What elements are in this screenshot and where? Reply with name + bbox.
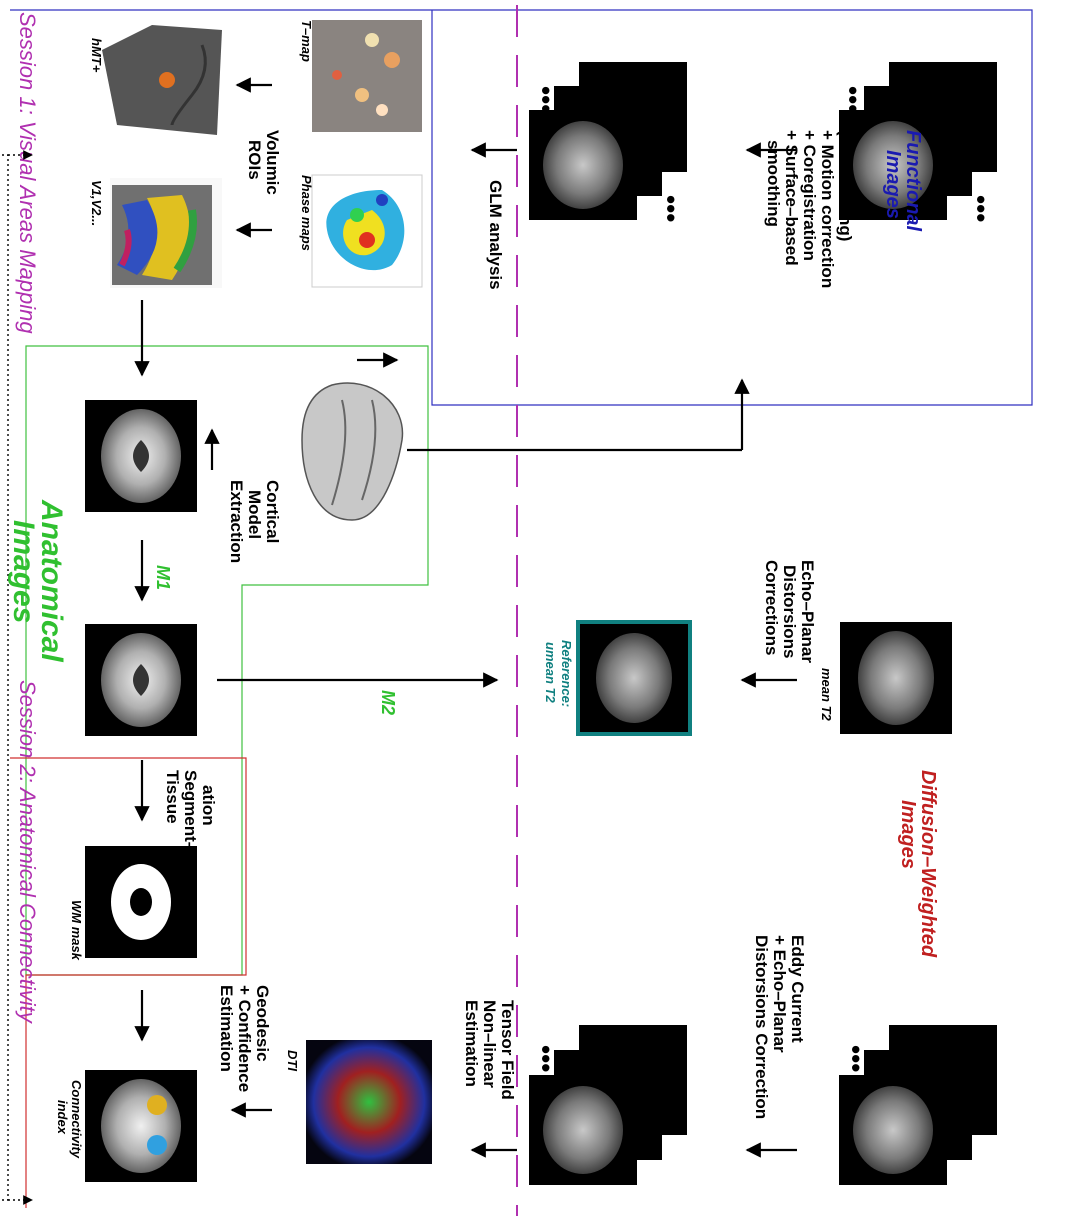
svg-text:•••: •••: [838, 86, 868, 113]
session1-title: Session 1: Visual Areas Mapping: [15, 12, 40, 334]
diffusion-title: Diffusion–Weighted: [917, 770, 939, 958]
svg-text:•••: •••: [531, 86, 561, 113]
wm-mask-label: WM mask: [69, 900, 84, 961]
t-map-image: [312, 20, 422, 132]
tensor-line-3: Estimation: [462, 1000, 481, 1087]
eddy-line-1: Eddy Current: [788, 935, 807, 1043]
epi-line-1: Echo–Planar: [798, 560, 817, 663]
anatomical-title-line2: Images: [7, 520, 40, 623]
connectivity-label-2: index: [55, 1100, 70, 1135]
reference-label: Reference:: [559, 640, 574, 707]
tissue-label-1: Tissue: [163, 770, 182, 824]
tissue-label-2: Segment–: [181, 770, 200, 851]
svg-text:•••: •••: [656, 195, 686, 222]
preprocessed-functional-stack: ••• •••: [529, 62, 687, 222]
preprocess-step-2: + Motion correction: [818, 130, 837, 288]
functional-images-stack: ••• •••: [838, 62, 997, 222]
m2-label: M2: [378, 690, 398, 715]
preprocess-step-4: + Surface–based: [782, 130, 801, 266]
anatomical-title: Anatomical: [35, 499, 68, 662]
connectivity-index-image: [85, 1070, 197, 1182]
geodesic-line-2: + Confidence: [235, 985, 254, 1092]
svg-text:•••: •••: [531, 1045, 561, 1072]
volumic-label: Volumic: [263, 130, 282, 195]
diffusion-region-box: [10, 757, 247, 1208]
phase-maps-image: [311, 174, 423, 288]
geodesic-line-3: Estimation: [217, 985, 236, 1072]
diffusion-title-line2: Images: [897, 800, 919, 869]
eddy-line-2: + Echo–Planar: [770, 935, 789, 1053]
tensor-line-2: Non–linear: [480, 1000, 499, 1088]
preprocess-step-1: (Slice–timing): [836, 130, 855, 241]
anatomical-t1-image: [85, 400, 197, 512]
cortical-label-2: Model: [245, 490, 264, 539]
preprocess-step-5: smoothing: [764, 140, 783, 227]
eddy-line-3: Distorsions Correction: [752, 935, 771, 1119]
preprocess-step-3: + Coregistration: [800, 130, 819, 261]
dti-label: DTI: [285, 1050, 300, 1071]
reference-t2-image: [576, 620, 692, 736]
session2-title: Session 2: Anatomical Connectivity: [15, 680, 40, 1025]
glm-label: GLM analysis: [486, 180, 505, 290]
epi-line-3: Corrections: [762, 560, 781, 655]
mean-t2-image: [840, 622, 952, 734]
hmt-surface-image: [102, 25, 222, 135]
v1v2-label: V1,V2...: [89, 180, 104, 226]
m1-label: M1: [153, 565, 173, 590]
functional-region-box: [10, 9, 1033, 406]
dwi-stack: •••: [839, 1025, 997, 1185]
corrected-dwi-stack: •••: [529, 1025, 687, 1185]
cortical-label-3: Extraction: [227, 480, 246, 563]
svg-text:•••: •••: [966, 195, 996, 222]
t-map-label: T–map: [299, 20, 314, 62]
mean-t2-label: mean T2: [819, 668, 834, 722]
epi-line-2: Distorsions: [780, 565, 799, 659]
geodesic-line-1: Geodesic: [253, 985, 272, 1062]
reference-label-2: umean T2: [543, 642, 558, 703]
tensor-line-1: Tensor Field: [498, 1000, 517, 1100]
connectivity-label: Connectivity: [69, 1080, 84, 1159]
rois-label: ROIs: [245, 140, 264, 180]
functional-title: Functional: [902, 130, 924, 232]
roi-feedback-line: [2, 154, 9, 1201]
wm-mask-image: [85, 846, 197, 958]
hmt-label: hMT+: [89, 38, 104, 73]
phase-maps-label: Phase maps: [299, 175, 314, 251]
functional-title-line2: Images: [882, 150, 904, 219]
tissue-label-3: ation: [199, 785, 218, 826]
v1v2-surface-image: [110, 178, 222, 288]
cortical-model-image: [301, 382, 404, 521]
anatomical-t1-image-2: [85, 624, 197, 736]
dti-image: [306, 1040, 432, 1164]
svg-text:•••: •••: [841, 1045, 871, 1072]
cortical-label-1: Cortical: [263, 480, 282, 543]
